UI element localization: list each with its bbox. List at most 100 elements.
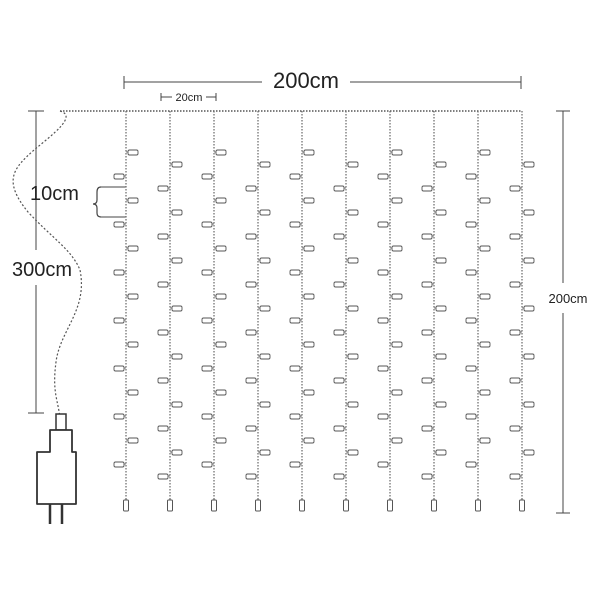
led-bulb bbox=[377, 365, 389, 372]
end-bulb bbox=[255, 499, 261, 512]
drop-spacing-dimension: 10cm bbox=[30, 183, 126, 218]
led-bulb bbox=[259, 257, 271, 264]
led-bulb bbox=[127, 389, 139, 396]
led-bulb bbox=[435, 209, 447, 216]
led-bulb bbox=[479, 437, 491, 444]
led-bulb bbox=[479, 389, 491, 396]
led-bulb bbox=[377, 173, 389, 180]
led-bulb bbox=[347, 209, 359, 216]
led-bulb bbox=[171, 257, 183, 264]
led-bulb bbox=[509, 473, 521, 480]
light-strands bbox=[113, 111, 535, 512]
led-bulb bbox=[347, 353, 359, 360]
led-bulb bbox=[127, 149, 139, 156]
led-bulb bbox=[465, 413, 477, 420]
led-bulb bbox=[113, 317, 125, 324]
end-bulb bbox=[387, 499, 393, 512]
led-bulb bbox=[289, 221, 301, 228]
led-bulb bbox=[201, 461, 213, 468]
led-bulb bbox=[333, 281, 345, 288]
led-bulb bbox=[303, 149, 315, 156]
led-bulb bbox=[127, 341, 139, 348]
led-bulb bbox=[245, 425, 257, 432]
led-bulb bbox=[377, 317, 389, 324]
end-bulb bbox=[343, 499, 349, 512]
led-bulb bbox=[113, 173, 125, 180]
light-strand bbox=[201, 111, 227, 512]
led-bulb bbox=[333, 329, 345, 336]
led-bulb bbox=[479, 341, 491, 348]
light-strand bbox=[157, 111, 183, 512]
led-bulb bbox=[157, 233, 169, 240]
led-bulb bbox=[435, 449, 447, 456]
led-bulb bbox=[523, 161, 535, 168]
led-bulb bbox=[201, 221, 213, 228]
led-bulb bbox=[171, 401, 183, 408]
led-bulb bbox=[259, 449, 271, 456]
led-bulb bbox=[201, 365, 213, 372]
led-bulb bbox=[245, 377, 257, 384]
led-bulb bbox=[201, 173, 213, 180]
led-bulb bbox=[509, 281, 521, 288]
right-height-dimension: 200cm bbox=[548, 110, 588, 514]
led-bulb bbox=[377, 221, 389, 228]
led-bulb bbox=[303, 389, 315, 396]
led-bulb bbox=[289, 413, 301, 420]
led-bulb bbox=[201, 413, 213, 420]
led-bulb bbox=[201, 317, 213, 324]
light-strand bbox=[333, 111, 359, 512]
end-bulb bbox=[211, 499, 217, 512]
led-bulb bbox=[127, 293, 139, 300]
led-bulb bbox=[215, 437, 227, 444]
spacing-label: 20cm bbox=[176, 92, 203, 104]
led-bulb bbox=[201, 269, 213, 276]
led-bulb bbox=[157, 185, 169, 192]
led-bulb bbox=[303, 293, 315, 300]
led-bulb bbox=[303, 437, 315, 444]
led-bulb bbox=[479, 293, 491, 300]
led-bulb bbox=[259, 305, 271, 312]
led-bulb bbox=[171, 161, 183, 168]
led-bulb bbox=[509, 425, 521, 432]
led-bulb bbox=[289, 173, 301, 180]
led-bulb bbox=[333, 425, 345, 432]
led-bulb bbox=[289, 365, 301, 372]
led-bulb bbox=[245, 233, 257, 240]
led-bulb bbox=[215, 197, 227, 204]
top-width-dimension: 200cm bbox=[123, 68, 522, 93]
right-height-label: 200cm bbox=[548, 291, 587, 306]
led-bulb bbox=[113, 269, 125, 276]
led-bulb bbox=[421, 329, 433, 336]
led-bulb bbox=[157, 377, 169, 384]
light-strand bbox=[289, 111, 315, 512]
led-bulb bbox=[435, 401, 447, 408]
led-bulb bbox=[333, 185, 345, 192]
led-bulb bbox=[171, 353, 183, 360]
led-bulb bbox=[479, 149, 491, 156]
led-bulb bbox=[421, 425, 433, 432]
led-bulb bbox=[215, 293, 227, 300]
led-bulb bbox=[391, 437, 403, 444]
end-bulb bbox=[475, 499, 481, 512]
led-bulb bbox=[303, 197, 315, 204]
led-bulb bbox=[157, 281, 169, 288]
led-bulb bbox=[391, 245, 403, 252]
led-bulb bbox=[113, 365, 125, 372]
led-bulb bbox=[245, 281, 257, 288]
led-bulb bbox=[171, 209, 183, 216]
led-bulb bbox=[421, 473, 433, 480]
led-bulb bbox=[509, 233, 521, 240]
led-bulb bbox=[127, 197, 139, 204]
led-bulb bbox=[465, 269, 477, 276]
end-bulb bbox=[123, 499, 129, 512]
led-bulb bbox=[113, 221, 125, 228]
led-bulb bbox=[391, 149, 403, 156]
power-plug bbox=[36, 413, 77, 524]
led-bulb bbox=[523, 401, 535, 408]
led-bulb bbox=[333, 473, 345, 480]
light-strand bbox=[509, 111, 535, 512]
led-bulb bbox=[259, 161, 271, 168]
light-strand bbox=[421, 111, 447, 512]
